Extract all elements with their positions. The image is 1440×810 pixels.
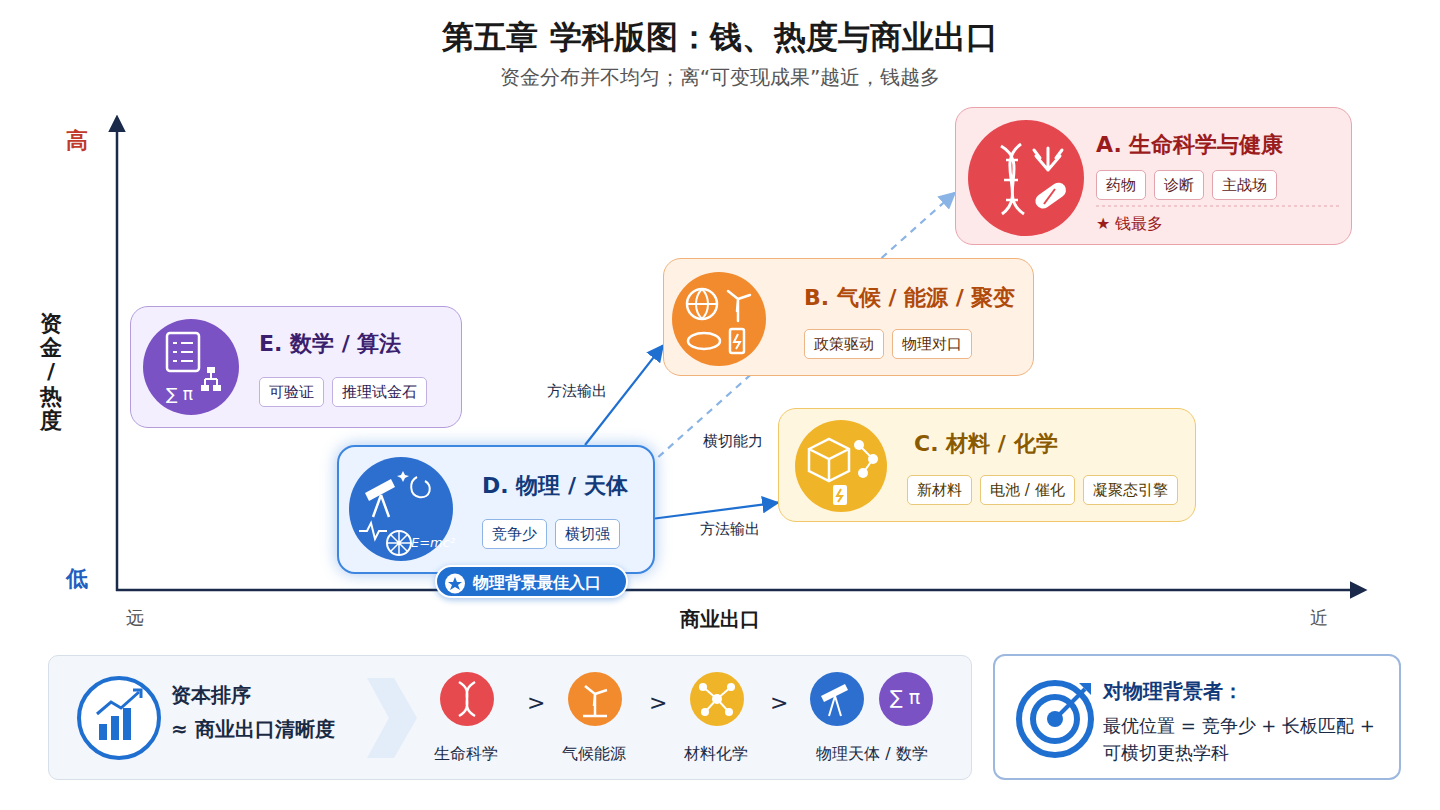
y-axis (116, 118, 119, 591)
axis-label: 近 (1310, 606, 1328, 630)
node-body: ★ 钱最多 (1096, 214, 1163, 235)
caption: 资金分布并不均匀；离“可变现成果”越近，钱越多 (0, 64, 1440, 91)
axis-label: > (649, 690, 667, 715)
tag-text: 推理试金石 (342, 378, 417, 406)
x-axis (116, 589, 1364, 592)
tag-text: 竞争少 (492, 520, 537, 548)
tag-chip: 政策驱动 (804, 329, 884, 359)
connector-arrow (655, 503, 778, 519)
tag-text: 主战场 (1222, 171, 1267, 199)
node-icon (339, 447, 653, 572)
axis-label: 高 (66, 126, 88, 156)
tag-chip: 药物 (1096, 170, 1146, 200)
tag-text: 物理对口 (902, 330, 962, 358)
tag-text: 新材料 (917, 476, 962, 504)
node-body: ≈ 商业出口清晰度 (171, 716, 335, 743)
tag-chip: 新材料 (907, 475, 972, 505)
tag-chip: 推理试金石 (332, 377, 427, 407)
axis-label: 材料化学 (684, 744, 748, 765)
field-box: B. 气候 / 能源 / 聚变政策驱动物理对口 (663, 258, 1034, 376)
tag-chip: 竞争少 (482, 519, 547, 549)
field-box: D. 物理 / 天体竞争少横切强 (337, 445, 655, 574)
tag-text: 横切强 (565, 520, 610, 548)
node-icon (131, 307, 461, 427)
tag-text: 凝聚态引擎 (1093, 476, 1168, 504)
axis-label: 物理天体 / 数学 (816, 744, 928, 765)
advice-panel: 对物理背景者： 最优位置 = 竞争少 + 长板匹配 + 可横切更热学科 (993, 654, 1401, 780)
field-box: A. 生命科学与健康 ★ 钱最多 药物诊断主战场 (955, 107, 1352, 245)
tag-text: 诊断 (1164, 171, 1194, 199)
node-body: 最优位置 = 竞争少 + 长板匹配 + 可横切更热学科 (1103, 712, 1383, 766)
node-heading: 对物理背景者： (1103, 678, 1243, 705)
badge-pill: 物理背景最佳入口 (435, 565, 628, 598)
tag-text: 药物 (1106, 171, 1136, 199)
node-heading: 资本排序 (171, 682, 251, 709)
axis-label: 远 (126, 606, 144, 630)
node-heading: D. 物理 / 天体 (482, 471, 628, 501)
title: 第五章 学科版图：钱、热度与商业出口 (0, 16, 1440, 60)
axis-label: 低 (66, 564, 88, 594)
field-box: E. 数学 / 算法可验证推理试金石 (130, 306, 462, 428)
tag-text: 可验证 (269, 378, 314, 406)
tag-chip: 物理对口 (892, 329, 972, 359)
edge-label: 方法输出 (543, 382, 611, 401)
node-heading: C. 材料 / 化学 (914, 429, 1058, 459)
tag-chip: 主战场 (1212, 170, 1277, 200)
tag-chip: 电池 / 催化 (980, 475, 1075, 505)
tag-text: 政策驱动 (814, 330, 874, 358)
axis-label: 气候能源 (562, 744, 626, 765)
tag-text: 电池 / 催化 (990, 476, 1065, 504)
tag-chip: 横切强 (555, 519, 620, 549)
axis-label: ∑ π (166, 384, 193, 404)
axis-label: E=mc² (411, 535, 455, 550)
axis-label: > (770, 690, 788, 715)
node-heading: B. 气候 / 能源 / 聚变 (804, 283, 1016, 313)
tag-chip: 可验证 (259, 377, 324, 407)
node-heading: E. 数学 / 算法 (259, 329, 401, 359)
edge-label: 横切能力 (699, 432, 767, 451)
tag-chip: 凝聚态引擎 (1083, 475, 1178, 505)
edge-label: 方法输出 (696, 520, 764, 539)
axis-label: ∑ π (890, 686, 920, 708)
tag-chip: 诊断 (1154, 170, 1204, 200)
axis-label: 资金 / 热度 (40, 312, 62, 433)
node-heading: A. 生命科学与健康 (1096, 130, 1283, 160)
axis-label: 商业出口 (680, 606, 760, 633)
node-heading: 物理背景最佳入口 (473, 573, 601, 594)
field-box: C. 材料 / 化学新材料电池 / 催化凝聚态引擎 (778, 408, 1196, 522)
axis-label: 生命科学 (434, 744, 498, 765)
axis-label: > (527, 690, 545, 715)
